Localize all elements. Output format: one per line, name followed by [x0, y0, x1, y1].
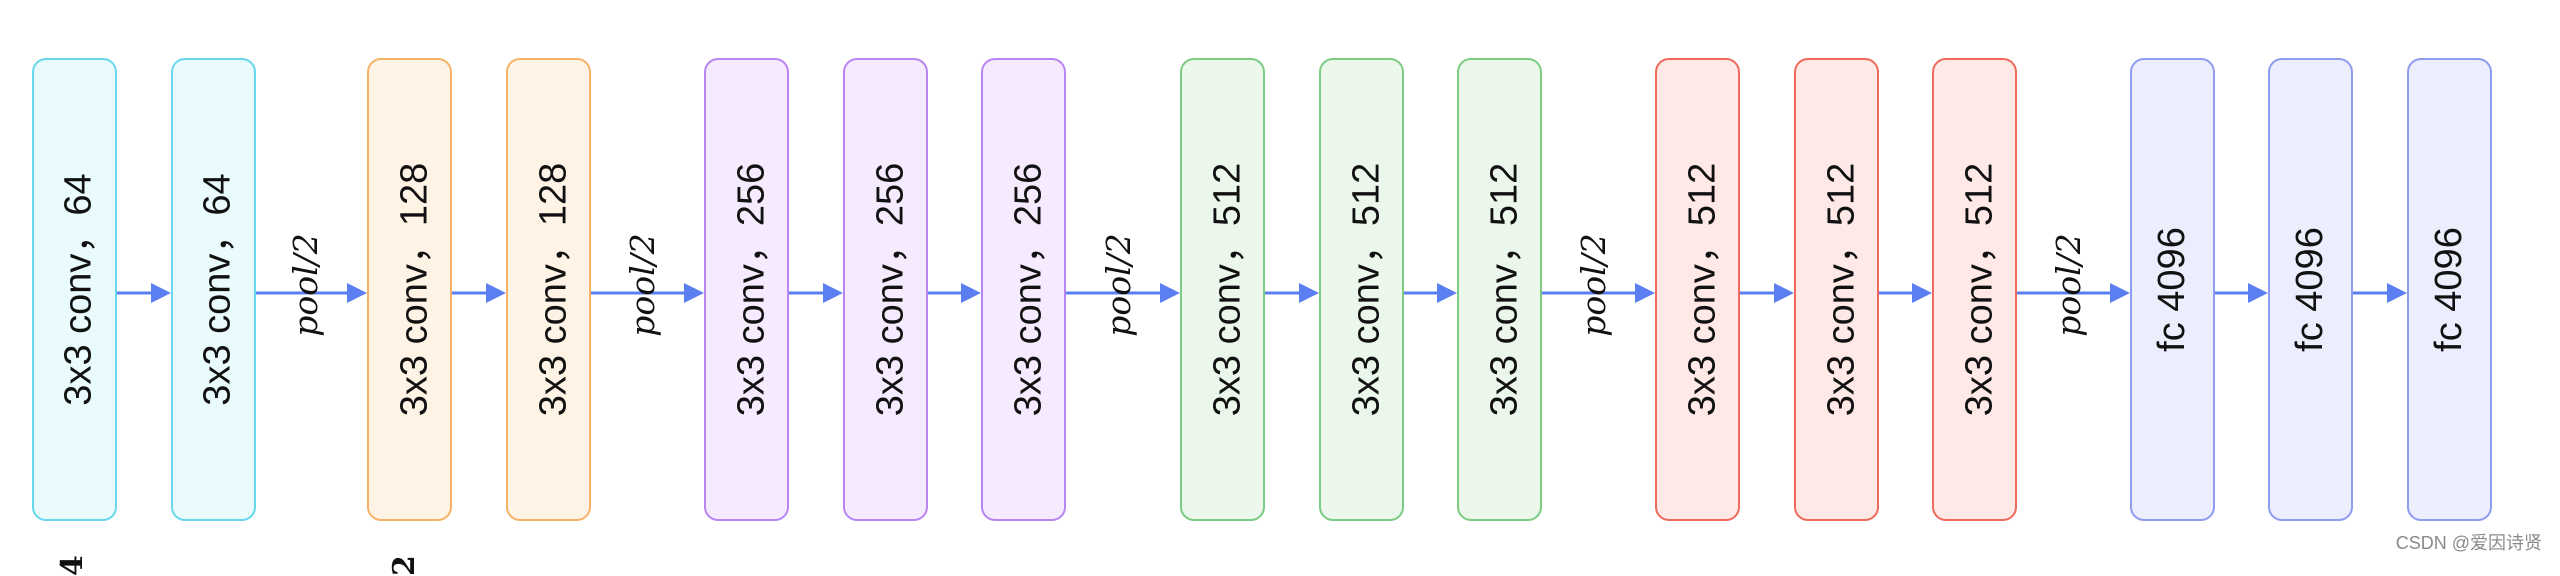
arrow-head-icon — [684, 283, 704, 303]
pool-label: pool/2 — [1098, 233, 1138, 337]
fc-block-label: fc 4096 — [2428, 227, 2470, 352]
conv-block-10: 3x3 conv，512 — [1457, 58, 1542, 521]
arrow-head-icon — [1912, 283, 1932, 303]
conv-block-label: 3x3 conv，512 — [1206, 162, 1248, 417]
arrow-head-icon — [1437, 283, 1457, 303]
conv-block-4: 3x3 conv，128 — [506, 58, 591, 521]
conv-block-8: 3x3 conv，512 — [1180, 58, 1265, 521]
arrow-head-icon — [1160, 283, 1180, 303]
arrow-head-icon — [151, 283, 171, 303]
cut-off-label: 2 — [386, 555, 422, 576]
arrow-head-icon — [2248, 283, 2268, 303]
conv-block-1: 3x3 conv，64 — [32, 58, 117, 521]
conv-block-6: 3x3 conv，256 — [843, 58, 928, 521]
arrow-head-icon — [1774, 283, 1794, 303]
conv-block-2: 3x3 conv，64 — [171, 58, 256, 521]
conv-block-label: 3x3 conv，256 — [730, 162, 772, 417]
arrow-head-icon — [486, 283, 506, 303]
conv-block-13: 3x3 conv，512 — [1932, 58, 2017, 521]
conv-block-label: 3x3 conv，256 — [1007, 162, 1049, 417]
pool-label: pool/2 — [1573, 233, 1613, 337]
conv-block-11: 3x3 conv，512 — [1655, 58, 1740, 521]
conv-block-5: 3x3 conv，256 — [704, 58, 789, 521]
fc-block-label: fc 4096 — [2289, 227, 2331, 352]
arrow-head-icon — [961, 283, 981, 303]
arrow-head-icon — [2387, 283, 2407, 303]
arrow-head-icon — [347, 283, 367, 303]
conv-block-label: 3x3 conv，512 — [1681, 162, 1723, 417]
conv-block-label: 3x3 conv，512 — [1345, 162, 1387, 417]
arrow-head-icon — [823, 283, 843, 303]
conv-block-label: 3x3 conv，512 — [1820, 162, 1862, 417]
conv-block-7: 3x3 conv，256 — [981, 58, 1066, 521]
pool-label: pool/2 — [285, 233, 325, 337]
arrow-head-icon — [2110, 283, 2130, 303]
pool-label: pool/2 — [2048, 233, 2088, 337]
conv-block-label: 3x3 conv，64 — [197, 173, 239, 406]
conv-block-3: 3x3 conv，128 — [367, 58, 452, 521]
conv-block-12: 3x3 conv，512 — [1794, 58, 1879, 521]
conv-block-9: 3x3 conv，512 — [1319, 58, 1404, 521]
conv-block-label: 3x3 conv，128 — [393, 162, 435, 417]
pool-label: pool/2 — [622, 233, 662, 337]
fc-block-3: fc 4096 — [2407, 58, 2492, 521]
watermark: CSDN @爱因诗贤 — [2395, 533, 2542, 553]
arrow-head-icon — [1299, 283, 1319, 303]
conv-block-label: 3x3 conv，64 — [58, 173, 100, 406]
conv-block-label: 3x3 conv，256 — [869, 162, 911, 417]
conv-block-label: 3x3 conv，512 — [1483, 162, 1525, 417]
fc-block-2: fc 4096 — [2268, 58, 2353, 521]
conv-block-label: 3x3 conv，128 — [532, 162, 574, 417]
fc-block-label: fc 4096 — [2151, 227, 2193, 352]
cut-off-label: 4 — [54, 555, 90, 576]
arrow-head-icon — [1635, 283, 1655, 303]
conv-block-label: 3x3 conv，512 — [1958, 162, 2000, 417]
fc-block-1: fc 4096 — [2130, 58, 2215, 521]
